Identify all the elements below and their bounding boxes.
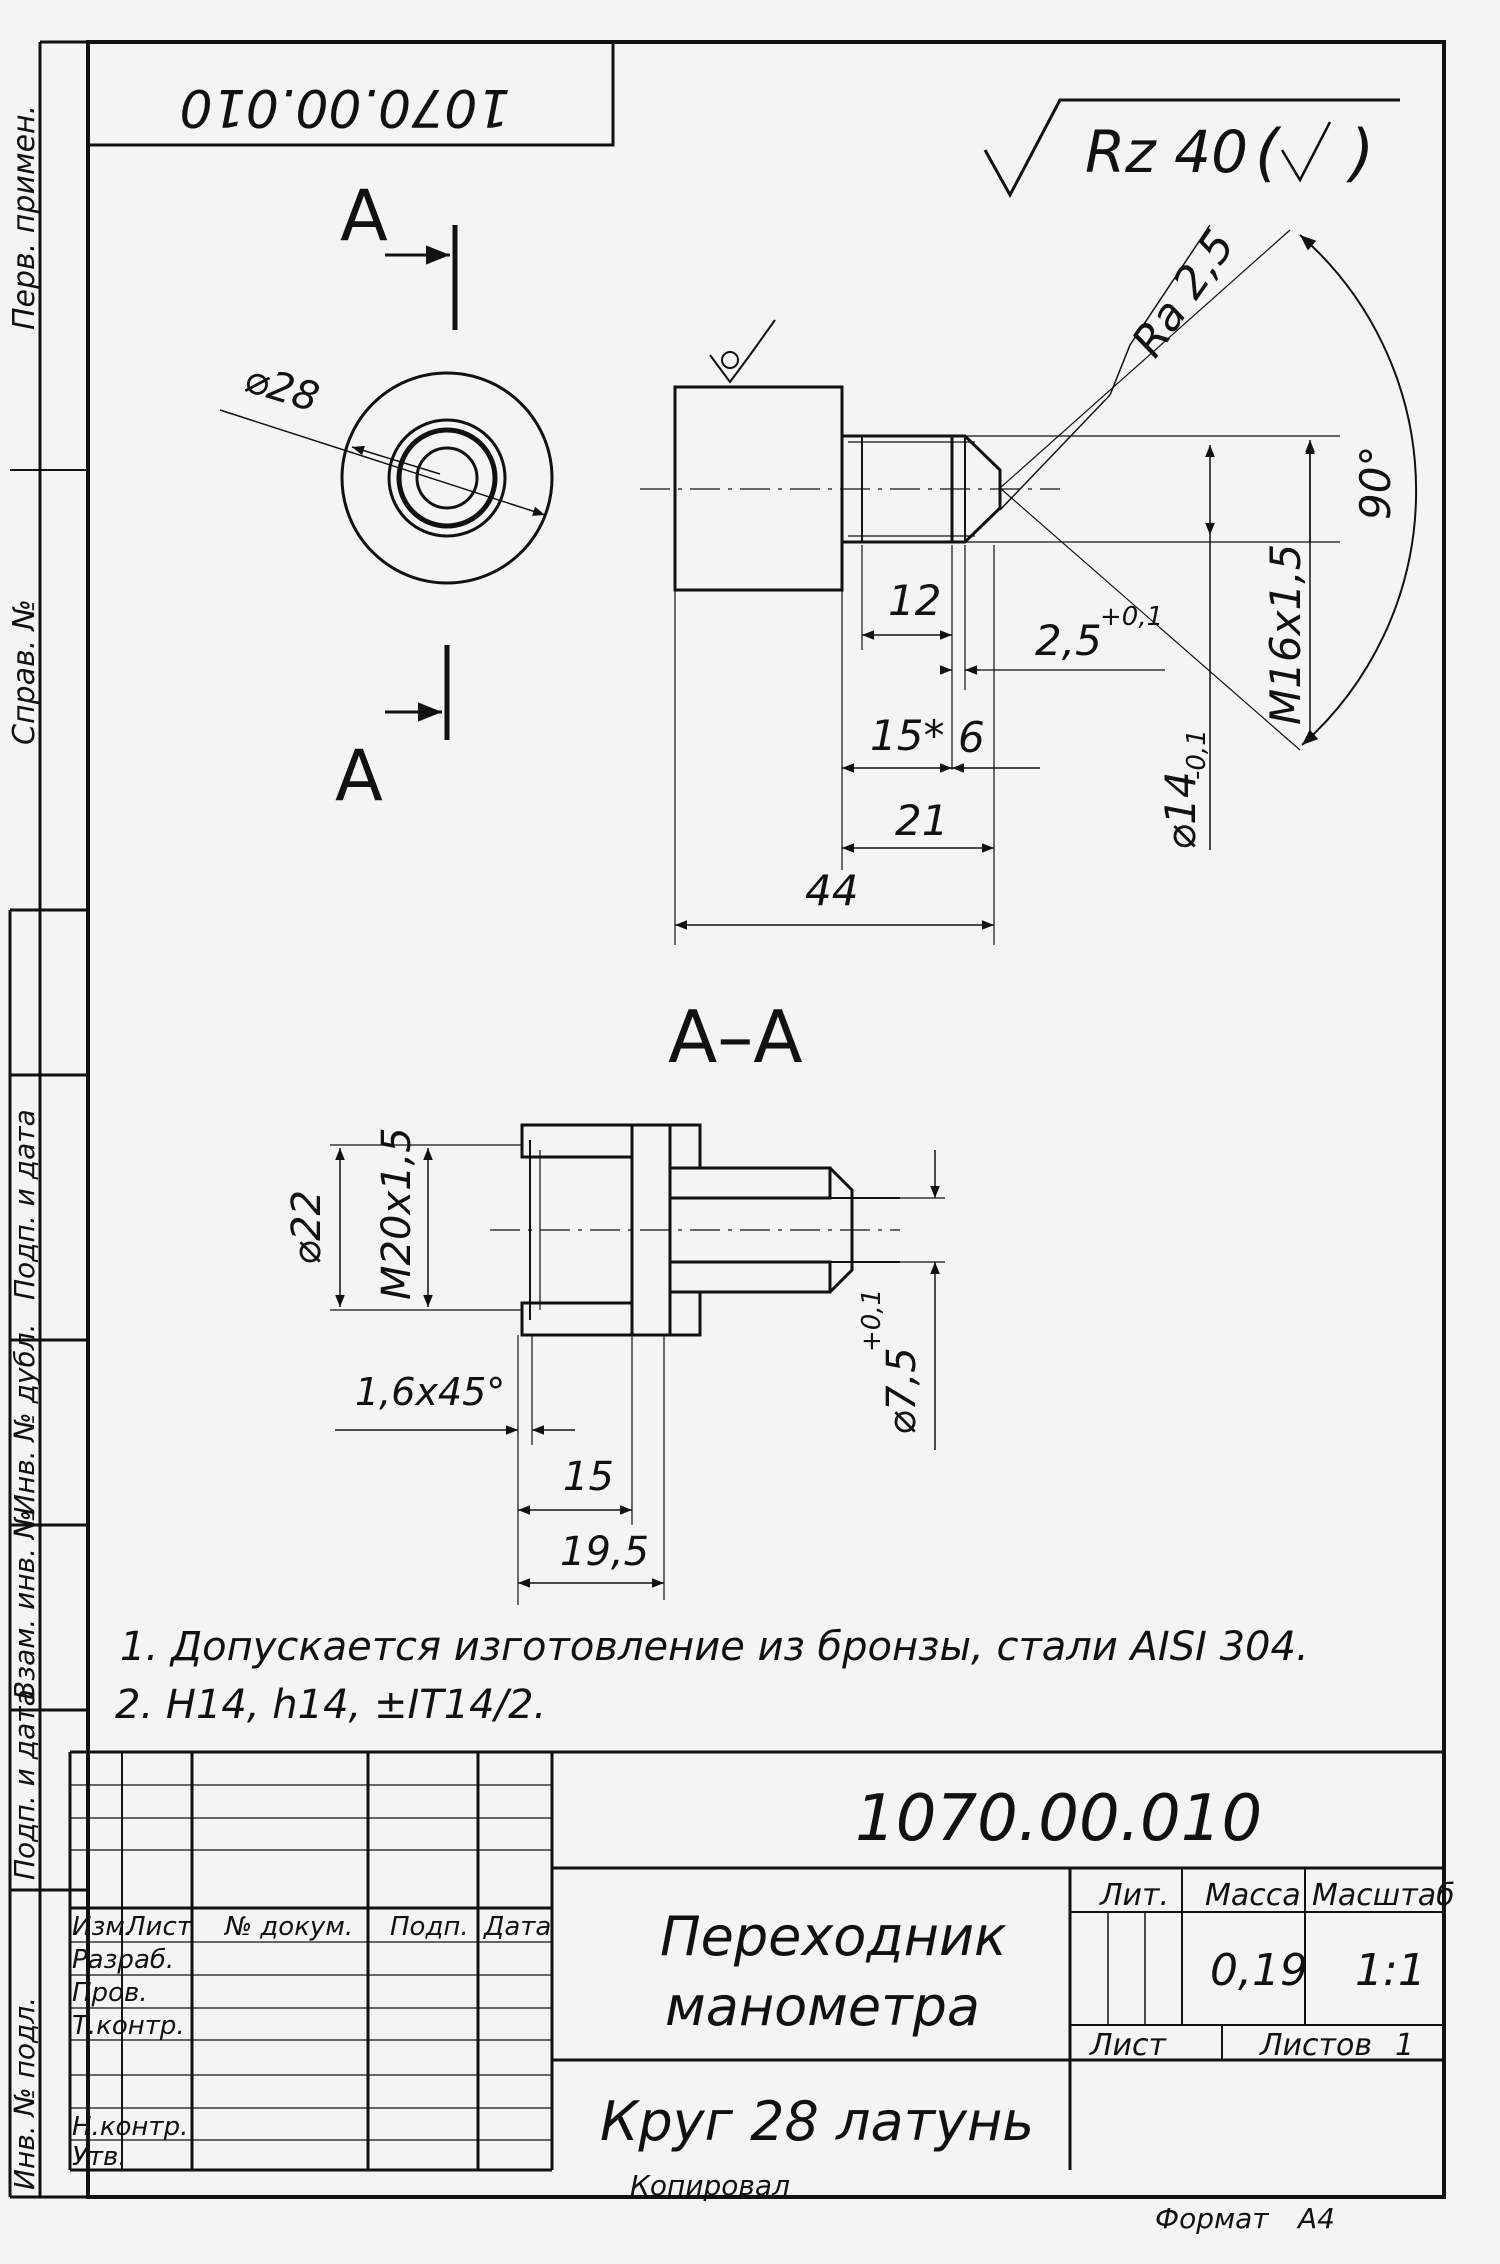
dim-d14: ⌀14 -0,1 <box>1156 445 1215 850</box>
col-list: Лист <box>125 1912 193 1942</box>
horizontal-dims-main: 12 2,5 +0,1 15* 6 21 44 <box>674 545 1165 945</box>
margin-inv-podl: Инв. № подл. <box>8 1997 41 2190</box>
col-izm: Изм. <box>72 1912 133 1942</box>
note-2: 2. H14, h14, ±IT14/2. <box>115 1682 546 1728</box>
margin-podp-data: Подп. и дата <box>8 1109 41 1300</box>
note-1: 1. Допускается изготовление из бронзы, с… <box>120 1624 1309 1670</box>
dim-44: 44 <box>805 866 858 915</box>
role-utv: Утв. <box>72 2142 127 2172</box>
hdr-listov: Листов <box>1259 2028 1372 2063</box>
dim-12: 12 <box>888 576 941 625</box>
dim-15: 15 <box>563 1454 614 1500</box>
footer-format-value: A4 <box>1296 2202 1335 2235</box>
dim-6: 6 <box>958 713 985 762</box>
dim-chamfer: 1,6x45° <box>355 1370 505 1414</box>
section-title: А–А <box>668 995 803 1079</box>
roughness-bracket: ( <box>1255 116 1282 189</box>
section-marker-bottom: А <box>335 645 450 817</box>
roughness-general: Rz 40 ( ) <box>983 98 1400 199</box>
hdr-lit: Лит. <box>1099 1878 1169 1913</box>
dim-m20: M20x1,5 <box>374 1127 420 1300</box>
section-marker-top: А <box>340 175 458 330</box>
dim-21: 21 <box>895 796 948 845</box>
col-podp: Подп. <box>390 1912 469 1942</box>
dim-thread-m16-text: M16x1,5 <box>1261 544 1310 725</box>
col-doc: № докум. <box>223 1912 353 1942</box>
margin-vzam-inv: Взам. инв. № <box>8 1510 41 1700</box>
dim-d22: ⌀22 <box>284 1190 330 1265</box>
dim-d14-text: ⌀14 <box>1156 771 1205 850</box>
top-stamp: 1070.00.010 <box>86 40 615 147</box>
sheet-frame <box>8 40 1446 2199</box>
role-razrab: Разраб. <box>72 1945 174 1975</box>
footer: Копировал Формат A4 <box>630 2169 1335 2235</box>
dim-19-5: 19,5 <box>560 1529 649 1575</box>
roughness-general-text: Rz 40 <box>1085 118 1248 186</box>
section-letter-top: А <box>340 175 388 257</box>
dim-2-5: 2,5 <box>1035 616 1102 665</box>
dim-d7-5: ⌀7,5 <box>879 1347 925 1435</box>
margin-labels: Перв. примен. Справ. № Подп. и дата Инв.… <box>7 105 42 2190</box>
side-view <box>640 319 1060 592</box>
dim-d7-5-tol: +0,1 <box>857 1289 887 1352</box>
angle-90: 90° <box>999 229 1418 751</box>
masshtab-value: 1:1 <box>1355 1945 1426 1996</box>
dim-angle-90: 90° <box>1351 446 1400 520</box>
hdr-masshtab: Масштаб <box>1312 1878 1455 1913</box>
col-data: Дата <box>483 1912 551 1942</box>
designation: 1070.00.010 <box>855 1782 1262 1856</box>
part-name-line2: манометра <box>665 1975 980 2038</box>
section-letter-bottom: А <box>335 735 383 817</box>
margin-podp-data-2: Подп. и дата <box>8 1689 41 1880</box>
roughness-check-icon <box>1280 121 1332 183</box>
margin-inv-dubl: Инв. № дубл. <box>8 1323 41 1515</box>
footer-kopiroval: Копировал <box>630 2169 790 2202</box>
end-view: ⌀28 <box>219 356 554 585</box>
dim-15-star: 15* <box>870 711 944 760</box>
dim-thread-m16: M16x1,5 <box>965 435 1340 740</box>
top-stamp-text: 1070.00.010 <box>180 77 511 137</box>
dim-d14-tol: -0,1 <box>1182 729 1212 780</box>
hdr-list: Лист <box>1089 2028 1168 2063</box>
massa-value: 0,19 <box>1210 1945 1308 1996</box>
dim-2-5-tol: +0,1 <box>1100 602 1163 632</box>
technical-notes: 1. Допускается изготовление из бронзы, с… <box>115 1624 1309 1728</box>
roughness-ra-text: Ra 2,5 <box>1122 221 1245 366</box>
material: Круг 28 латунь <box>600 2090 1034 2153</box>
role-tkontr: Т.контр. <box>72 2011 185 2041</box>
dim-d28: ⌀28 <box>239 356 324 422</box>
roughness-bracket-close: ) <box>1346 116 1374 189</box>
section-view <box>490 1123 900 1337</box>
roughness-ra: Ra 2,5 <box>999 221 1245 511</box>
footer-format-label: Формат <box>1155 2202 1269 2235</box>
margin-perv-primen: Перв. примен. <box>7 105 42 330</box>
title-block: Изм. Лист № докум. Подп. Дата Разраб. Пр… <box>68 1750 1455 2172</box>
section-dims: ⌀22 M20x1,5 ⌀7,5 +0,1 1,6x45° 15 19,5 <box>284 1127 945 1605</box>
role-nkontr: Н.контр. <box>72 2112 188 2142</box>
margin-sprav-no: Справ. № <box>7 599 42 745</box>
hdr-massa: Масса <box>1205 1878 1301 1913</box>
role-prov: Пров. <box>72 1978 148 2008</box>
part-name-line1: Переходник <box>660 1905 1007 1968</box>
listov-value: 1 <box>1395 2028 1414 2063</box>
